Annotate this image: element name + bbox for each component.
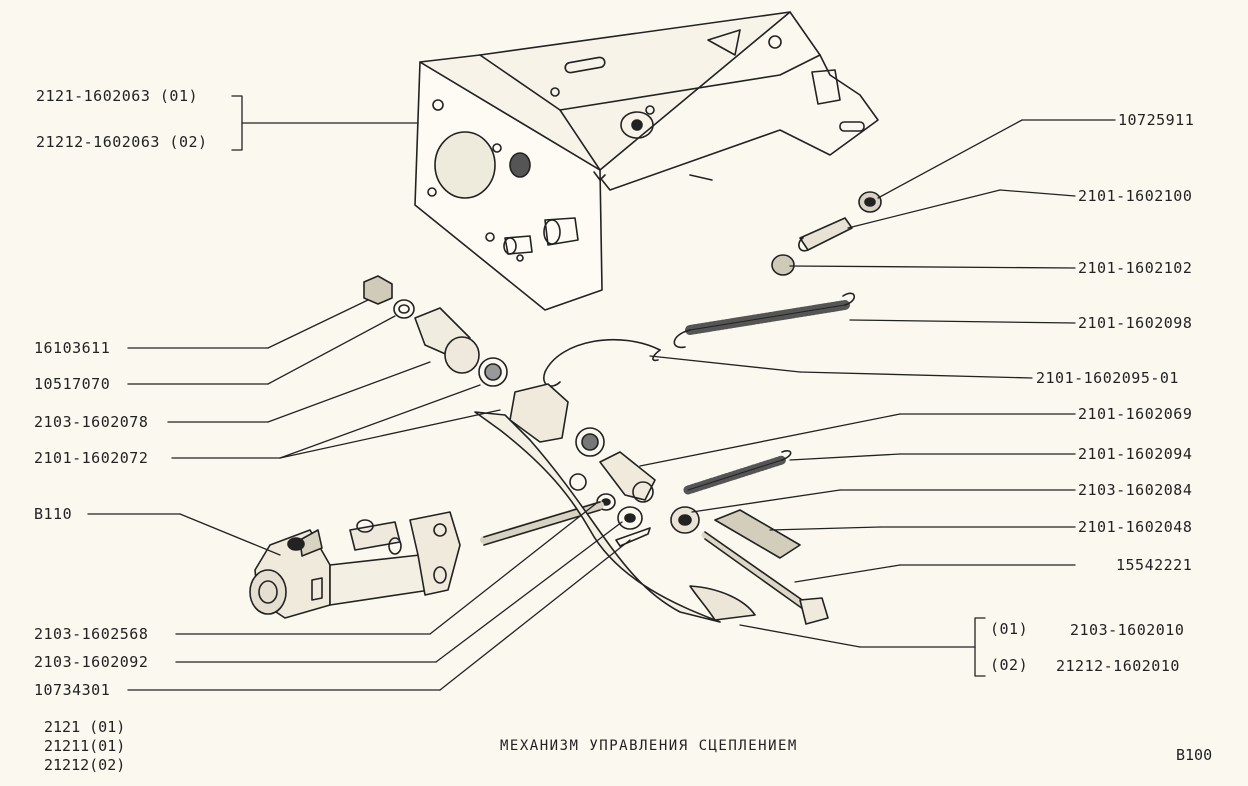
- label-2103-1602092: 2103-1602092: [34, 653, 149, 671]
- label-2103-1602010: 2103-1602010: [1070, 621, 1185, 639]
- model-item: 21212(02): [44, 756, 126, 774]
- label-10734301: 10734301: [34, 681, 111, 699]
- label-variant-02-tag: (02): [990, 656, 1029, 674]
- label-b110: В110: [34, 505, 73, 523]
- label-2101-1602098: 2101-1602098: [1078, 314, 1193, 332]
- diagram-title: МЕХАНИЗМ УПРАВЛЕНИЯ СЦЕПЛЕНИЕМ: [500, 738, 798, 754]
- pivot-parts: [363, 275, 700, 547]
- page-code: В100: [1176, 746, 1213, 764]
- label-2101-1602095-01: 2101-1602095-01: [1036, 369, 1179, 387]
- label-2101-1602094: 2101-1602094: [1078, 445, 1193, 463]
- clutch-pedal-arm: [474, 411, 829, 625]
- label-15542221: 15542221: [1116, 556, 1193, 574]
- model-item: 21211(01): [44, 737, 126, 755]
- label-2101-1602072: 2101-1602072: [34, 449, 149, 467]
- label-bracket-01: 2121-1602063 (01): [36, 87, 199, 105]
- spring-wire: [543, 338, 661, 387]
- label-2101-1602102: 2101-1602102: [1078, 259, 1193, 277]
- label-2101-1602100: 2101-1602100: [1078, 187, 1193, 205]
- bolt-assembly: [771, 191, 882, 276]
- label-21212-1602010: 21212-1602010: [1056, 657, 1180, 675]
- label-2103-1602568: 2103-1602568: [34, 625, 149, 643]
- label-bracket-02: 21212-1602063 (02): [36, 133, 208, 151]
- return-spring-lower: [683, 450, 792, 495]
- label-2101-1602069: 2101-1602069: [1078, 405, 1193, 423]
- label-variant-01-tag: (01): [990, 620, 1029, 638]
- model-list: 2121 (01) 21211(01) 21212(02): [44, 718, 125, 775]
- return-spring-upper: [673, 292, 855, 349]
- label-2103-1602078: 2103-1602078: [34, 413, 149, 431]
- master-cylinder-b110: [249, 511, 461, 619]
- label-2103-1602084: 2103-1602084: [1078, 481, 1193, 499]
- leader-lines: [87, 95, 1116, 691]
- pedal-bracket: [414, 11, 879, 311]
- label-10517070: 10517070: [34, 375, 111, 393]
- label-2101-1602048: 2101-1602048: [1078, 518, 1193, 536]
- label-10725911: 10725911: [1118, 111, 1195, 129]
- model-item: 2121 (01): [44, 718, 126, 736]
- label-16103611: 16103611: [34, 339, 111, 357]
